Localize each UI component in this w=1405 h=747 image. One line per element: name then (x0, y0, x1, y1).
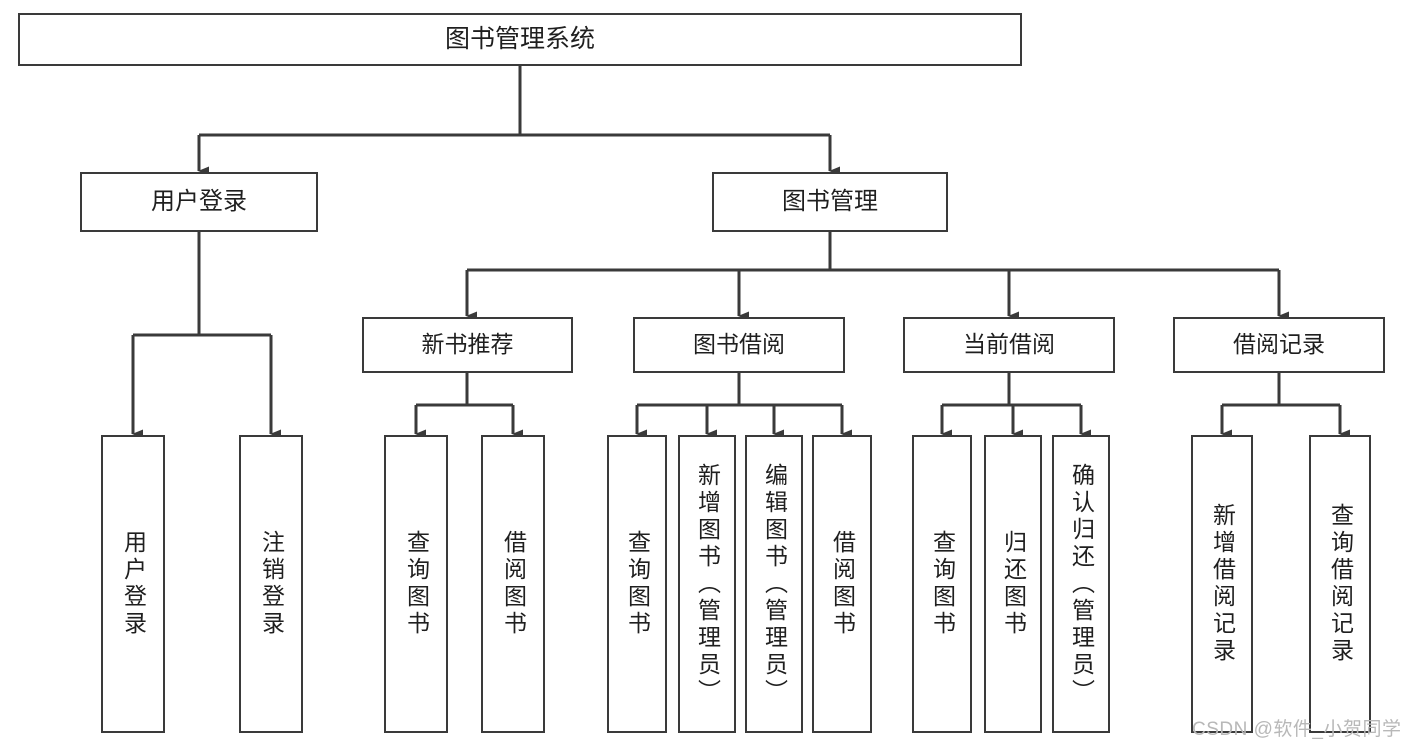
node-leaf-leaf-borrow-book-2[interactable]: 借阅图书 (812, 435, 872, 733)
node-label: 借阅记录 (1233, 331, 1325, 358)
watermark-label: CSDN @软件_小贺同学 (1192, 719, 1402, 740)
node-root-root[interactable]: 图书管理系统 (18, 13, 1022, 66)
node-label: 当前借阅 (963, 331, 1055, 358)
node-label: 图书管理系统 (444, 24, 595, 53)
node-leaf-leaf-return-book[interactable]: 归还图书 (984, 435, 1042, 733)
node-label: 查询借阅记录 (1327, 503, 1354, 665)
node-group-current-borrow[interactable]: 当前借阅 (903, 317, 1115, 373)
node-label: 图书借阅 (693, 331, 785, 358)
node-label: 编辑图书（管理员） (761, 462, 788, 706)
node-leaf-leaf-logout-login[interactable]: 注销登录 (239, 435, 303, 733)
node-leaf-leaf-query-record[interactable]: 查询借阅记录 (1309, 435, 1371, 733)
node-group-new-book-recommend[interactable]: 新书推荐 (362, 317, 573, 373)
node-leaf-leaf-borrow-book-1[interactable]: 借阅图书 (481, 435, 545, 733)
node-label: 查询图书 (929, 530, 956, 638)
node-label: 查询图书 (403, 530, 430, 638)
node-label: 确认归还（管理员） (1068, 462, 1095, 706)
node-group-book-borrow[interactable]: 图书借阅 (633, 317, 845, 373)
node-label: 查询图书 (624, 530, 651, 638)
node-label: 归还图书 (1000, 530, 1027, 638)
node-leaf-leaf-query-book-3[interactable]: 查询图书 (912, 435, 972, 733)
node-label: 借阅图书 (500, 530, 527, 638)
node-leaf-leaf-add-book[interactable]: 新增图书（管理员） (678, 435, 736, 733)
node-leaf-leaf-confirm-return[interactable]: 确认归还（管理员） (1052, 435, 1110, 733)
node-leaf-leaf-query-book-2[interactable]: 查询图书 (607, 435, 667, 733)
node-leaf-leaf-user-login[interactable]: 用户登录 (101, 435, 165, 733)
node-label: 用户登录 (151, 187, 247, 215)
node-label: 新书推荐 (421, 331, 514, 358)
node-branch-book-manage[interactable]: 图书管理 (712, 172, 948, 232)
node-label: 新增借阅记录 (1209, 503, 1236, 665)
node-label: 新增图书（管理员） (694, 462, 721, 706)
node-leaf-leaf-edit-book[interactable]: 编辑图书（管理员） (745, 435, 803, 733)
node-leaf-leaf-add-record[interactable]: 新增借阅记录 (1191, 435, 1253, 733)
node-label: 用户登录 (120, 530, 147, 638)
node-branch-user-login[interactable]: 用户登录 (80, 172, 318, 232)
node-label: 图书管理 (782, 187, 878, 215)
node-label: 借阅图书 (829, 530, 856, 638)
node-label: 注销登录 (258, 530, 285, 638)
node-leaf-leaf-query-book-1[interactable]: 查询图书 (384, 435, 448, 733)
node-group-borrow-record[interactable]: 借阅记录 (1173, 317, 1385, 373)
